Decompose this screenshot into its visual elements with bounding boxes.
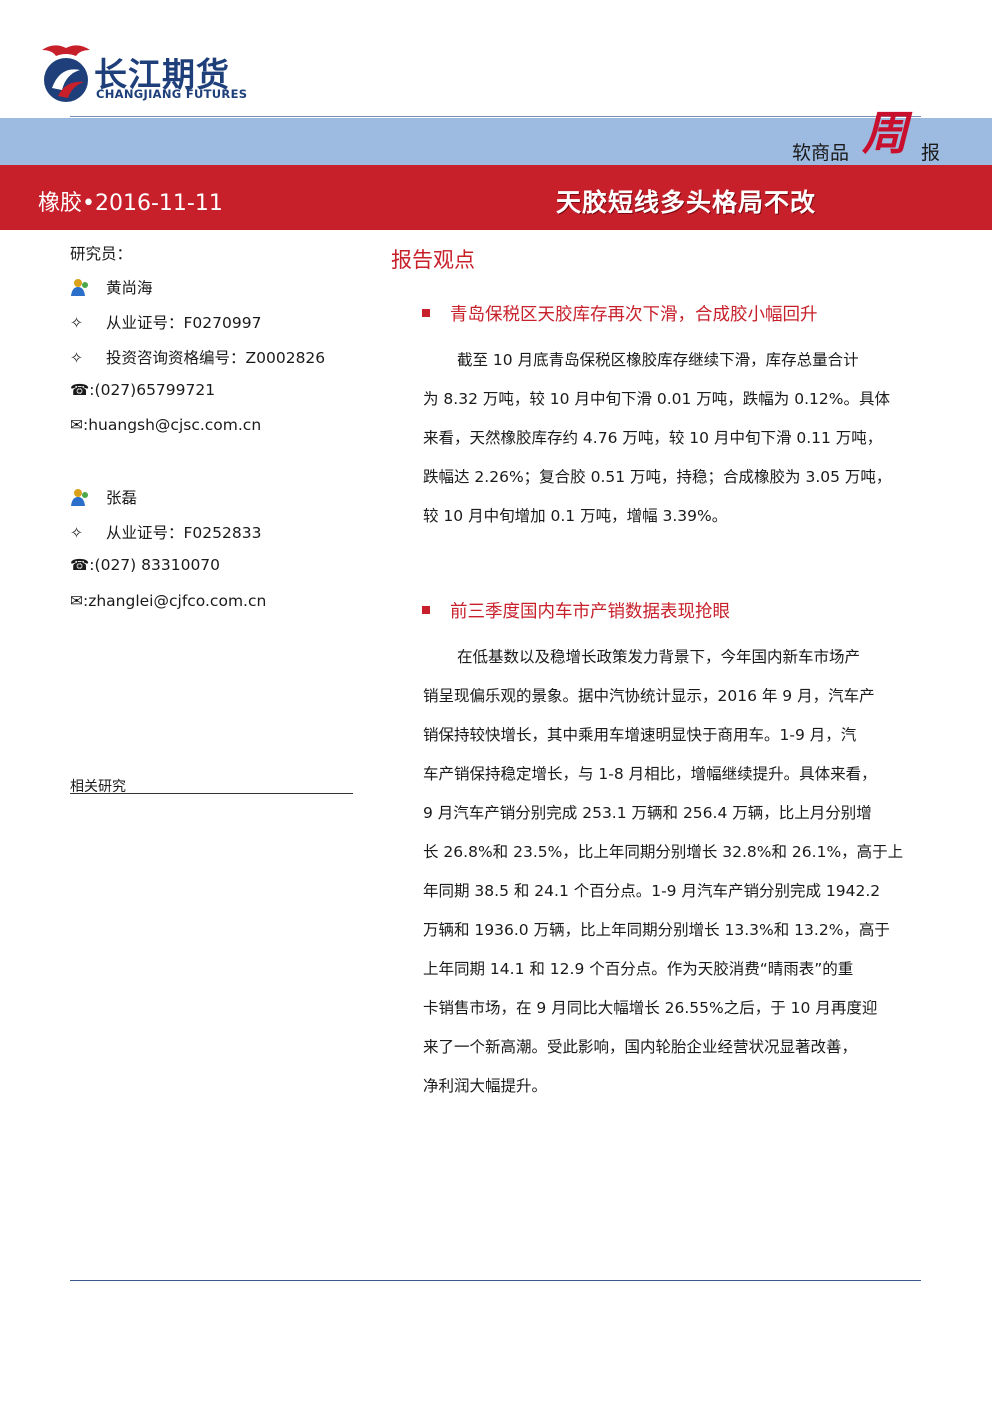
researcher-label: 研究员： bbox=[70, 245, 133, 263]
researcher-phone-row: ☎:(027) 83310070 bbox=[70, 556, 220, 574]
paragraph-line: 销呈现偏乐观的景象。据中汽协统计显示，2016 年 9 月，汽车产 bbox=[423, 687, 875, 705]
researcher-consult-row: ✧ 投资咨询资格编号：Z0002826 bbox=[70, 346, 325, 368]
paragraph-line: 长 26.8%和 23.5%，比上年同期分别增长 32.8%和 26.1%，高于… bbox=[423, 843, 904, 861]
paragraph-line: 来了一个新高潮。受此影响，国内轮胎企业经营状况显著改善， bbox=[423, 1038, 858, 1056]
paragraph-line: 较 10 月中旬增加 0.1 万吨，增幅 3.39%。 bbox=[423, 507, 728, 525]
report-type-char: 报 bbox=[921, 142, 941, 164]
section-heading: 青岛保税区天胶库存再次下滑，合成胶小幅回升 bbox=[422, 301, 818, 326]
section-heading: 前三季度国内车市产销数据表现抢眼 bbox=[422, 598, 730, 623]
researcher-cert-row: ✧ 从业证号：F0252833 bbox=[70, 521, 261, 543]
researcher-cert: 从业证号：F0270997 bbox=[106, 314, 262, 332]
star-icon: ✧ bbox=[70, 349, 83, 367]
category-band bbox=[0, 118, 992, 165]
researcher-cert-row: ✧ 从业证号：F0270997 bbox=[70, 311, 261, 333]
paragraph-line: 来看，天然橡胶库存约 4.76 万吨，较 10 月中旬下滑 0.11 万吨， bbox=[423, 429, 883, 447]
person-icon bbox=[71, 279, 88, 296]
researcher-phone: (027)65799721 bbox=[94, 381, 216, 399]
researcher-email[interactable]: zhanglei@cjfco.com.cn bbox=[88, 592, 267, 610]
mail-icon: ✉: bbox=[70, 592, 89, 610]
footer-divider bbox=[70, 1280, 921, 1281]
section-heading-text: 前三季度国内车市产销数据表现抢眼 bbox=[450, 602, 730, 622]
section-title: 报告观点 bbox=[391, 248, 475, 272]
researcher-email-row: ✉:huangsh@cjsc.com.cn bbox=[70, 416, 261, 434]
section-paragraph: 在低基数以及稳增长政策发力背景下，今年国内新车市场产 销呈现偏乐观的景象。据中汽… bbox=[423, 638, 913, 1106]
researcher-name: 张磊 bbox=[106, 489, 138, 507]
researcher-phone: (027) 83310070 bbox=[94, 556, 221, 574]
researcher-cert: 从业证号：F0252833 bbox=[106, 524, 262, 542]
logo-text-en: CHANGJIANG FUTURES bbox=[96, 87, 248, 101]
researcher-phone-row: ☎:(027)65799721 bbox=[70, 381, 215, 399]
report-category: 软商品 bbox=[792, 142, 850, 164]
person-icon bbox=[71, 489, 88, 506]
section-heading-text: 青岛保税区天胶库存再次下滑，合成胶小幅回升 bbox=[450, 305, 818, 325]
researcher-name: 黄尚海 bbox=[106, 279, 153, 297]
researcher-email-row: ✉:zhanglei@cjfco.com.cn bbox=[70, 592, 266, 610]
report-week-mark: 周 bbox=[862, 106, 908, 160]
researcher-consult-id: 投资咨询资格编号：Z0002826 bbox=[106, 349, 326, 367]
star-icon: ✧ bbox=[70, 314, 83, 332]
report-title: 天胶短线多头格局不改 bbox=[556, 188, 817, 217]
square-bullet-icon bbox=[422, 606, 430, 614]
header-divider bbox=[70, 116, 921, 117]
square-bullet-icon bbox=[422, 309, 430, 317]
paragraph-line: 在低基数以及稳增长政策发力背景下，今年国内新车市场产 bbox=[457, 648, 861, 666]
researcher-name-row: 张磊 bbox=[70, 486, 137, 508]
paragraph-line: 年同期 38.5 和 24.1 个百分点。1-9 月汽车产销分别完成 1942.… bbox=[423, 882, 881, 900]
researcher-email[interactable]: huangsh@cjsc.com.cn bbox=[88, 416, 262, 434]
related-research-label: 相关研究 bbox=[70, 779, 126, 795]
logo-dragon-icon bbox=[42, 45, 90, 102]
researcher-name-row: 黄尚海 bbox=[70, 276, 153, 298]
paragraph-line: 净利润大幅提升。 bbox=[423, 1077, 548, 1095]
phone-icon: ☎: bbox=[70, 381, 95, 399]
title-band bbox=[0, 165, 992, 230]
paragraph-line: 跌幅达 2.26%；复合胶 0.51 万吨，持稳；合成橡胶为 3.05 万吨， bbox=[423, 468, 892, 486]
paragraph-line: 销保持较快增长，其中乘用车增速明显快于商用车。1-9 月，汽 bbox=[423, 726, 857, 744]
report-commodity-date: 橡胶•2016-11-11 bbox=[38, 191, 223, 216]
paragraph-line: 为 8.32 万吨，较 10 月中旬下滑 0.01 万吨，跌幅为 0.12%。具… bbox=[423, 390, 890, 408]
star-icon: ✧ bbox=[70, 524, 83, 542]
mail-icon: ✉: bbox=[70, 416, 89, 434]
phone-icon: ☎: bbox=[70, 556, 95, 574]
related-research-divider bbox=[70, 793, 353, 794]
section-paragraph: 截至 10 月底青岛保税区橡胶库存继续下滑，库存总量合计 为 8.32 万吨，较… bbox=[423, 341, 913, 536]
company-logo: 长江期货 CHANGJIANG FUTURES bbox=[36, 40, 276, 106]
paragraph-line: 9 月汽车产销分别完成 253.1 万辆和 256.4 万辆，比上月分别增 bbox=[423, 804, 872, 822]
paragraph-line: 截至 10 月底青岛保税区橡胶库存继续下滑，库存总量合计 bbox=[457, 351, 859, 369]
paragraph-line: 万辆和 1936.0 万辆，比上年同期分别增长 13.3%和 13.2%，高于 bbox=[423, 921, 890, 939]
paragraph-line: 车产销保持稳定增长，与 1-8 月相比，增幅继续提升。具体来看， bbox=[423, 765, 877, 783]
logo-text-cn: 长江期货 bbox=[94, 55, 230, 94]
paragraph-line: 上年同期 14.1 和 12.9 个百分点。作为天胶消费“晴雨表”的重 bbox=[423, 960, 854, 978]
paragraph-line: 卡销售市场，在 9 月同比大幅增长 26.55%之后，于 10 月再度迎 bbox=[423, 999, 878, 1017]
